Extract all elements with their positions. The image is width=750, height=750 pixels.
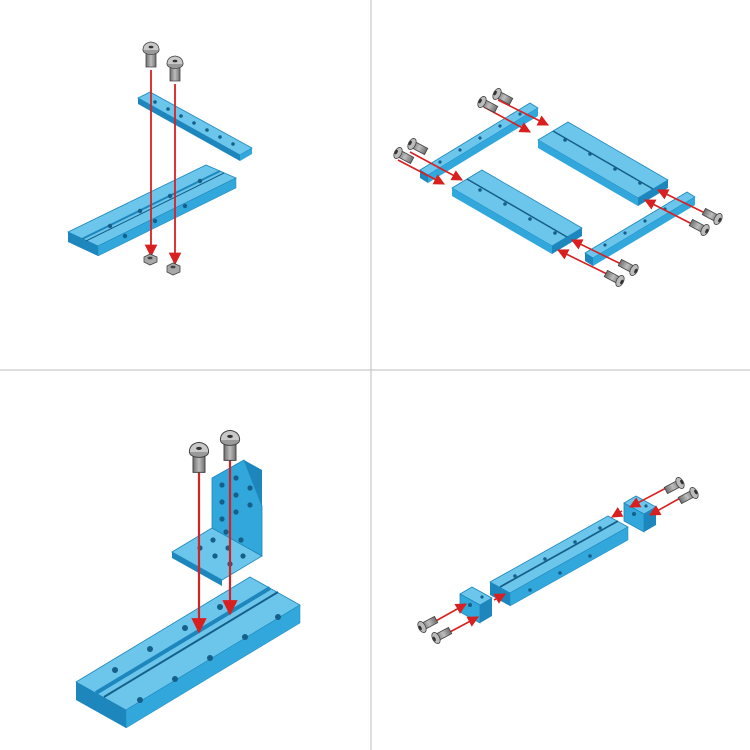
nut-icon: [166, 262, 181, 276]
screw-icon: [415, 613, 440, 635]
beam-icon: [489, 515, 629, 607]
screw-icon: [662, 475, 687, 497]
beam-icon: [537, 121, 669, 206]
assembly-arrow-icon: [447, 616, 479, 634]
assembly-arrow-icon: [656, 189, 706, 214]
assembly-arrow-icon: [611, 507, 624, 518]
screw-icon: [676, 485, 701, 507]
panel-2: [391, 86, 725, 289]
screw-icon: [687, 216, 712, 238]
assembly-arrow-icon: [644, 199, 693, 225]
assembly-arrow-icon: [409, 151, 463, 181]
panel-4: [415, 475, 701, 646]
connector-block-icon: [459, 586, 493, 624]
screw-icon: [602, 267, 627, 289]
screw-icon: [405, 136, 430, 158]
assembly-arrow-icon: [570, 239, 622, 265]
assembly-arrow-icon: [493, 593, 506, 604]
screw-icon: [142, 41, 160, 68]
bracket-icon: [171, 459, 263, 586]
panel-3: [75, 429, 301, 729]
nut-icon: [143, 253, 158, 266]
plate-icon: [419, 102, 539, 183]
assembly-arrow-icon: [629, 486, 669, 508]
screw-icon: [429, 624, 454, 646]
plate-icon: [584, 191, 696, 266]
assembly-arrow-icon: [433, 603, 467, 623]
screw-icon: [219, 429, 241, 461]
beam-icon: [451, 169, 583, 254]
plate-icon: [137, 91, 253, 161]
screw-icon: [616, 256, 641, 278]
beam-icon: [75, 576, 301, 729]
screw-icon: [188, 441, 210, 473]
assembly-arrow-icon: [397, 159, 445, 185]
assembly-arrow-icon: [649, 496, 683, 516]
screw-icon: [490, 86, 515, 108]
panel-1: [67, 41, 253, 276]
screw-icon: [700, 205, 725, 227]
beam-icon: [67, 164, 237, 257]
assembly-arrow-icon: [556, 249, 608, 275]
screw-icon: [166, 55, 184, 82]
assembly-arrow-icon: [497, 99, 550, 126]
